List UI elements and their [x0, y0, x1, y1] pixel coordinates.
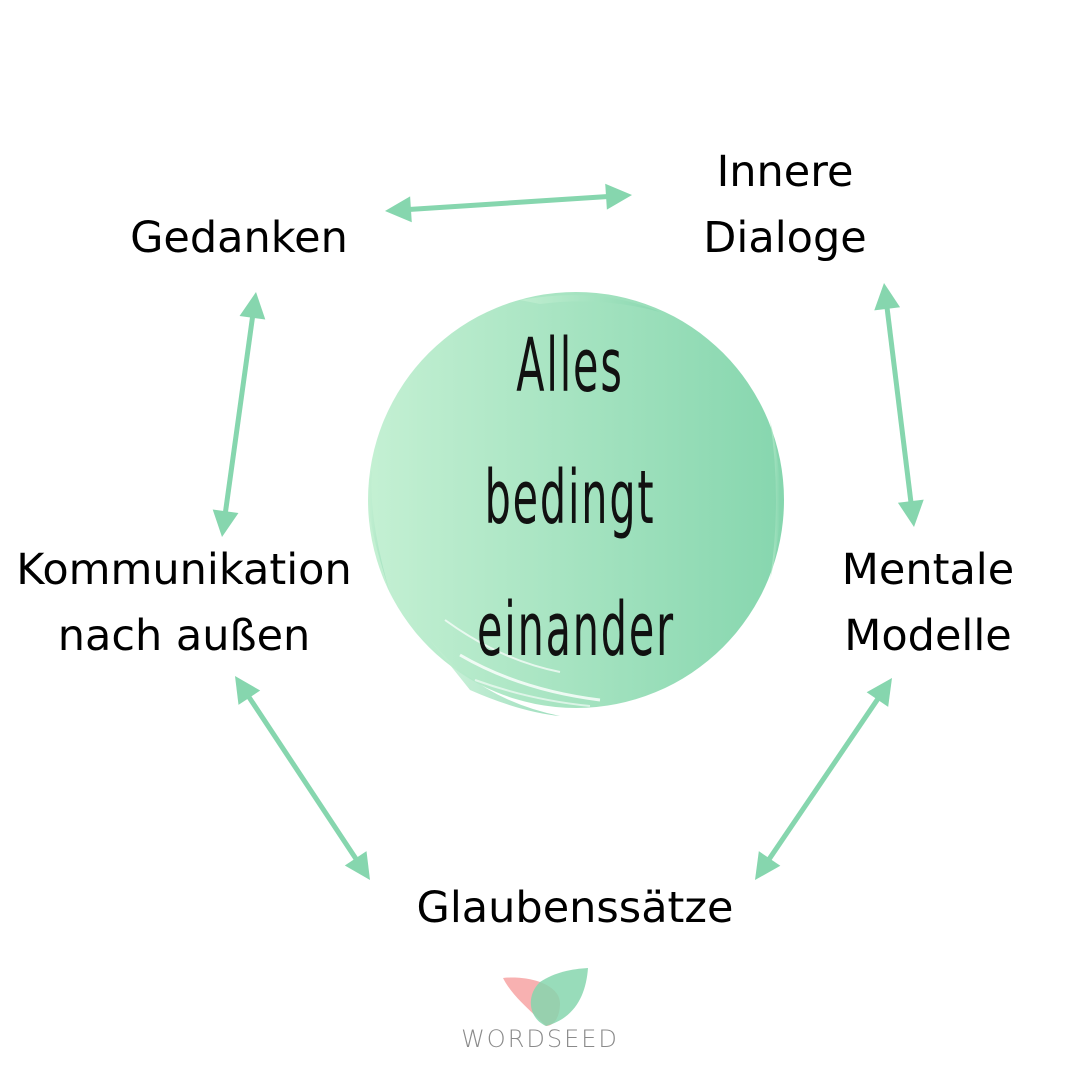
- arrow-head: [385, 196, 412, 223]
- connection-arrows: [212, 183, 924, 880]
- node-label: Modelle: [844, 611, 1012, 661]
- node-label: Kommunikation: [16, 545, 352, 595]
- arrow-head: [866, 678, 892, 707]
- arrow-head: [235, 676, 261, 705]
- node-mentale-modelle: Mentale Modelle: [818, 537, 1038, 669]
- arrow-head: [874, 283, 901, 311]
- arrow-shaft: [404, 193, 613, 213]
- arrow-komm-gedanken: [212, 292, 266, 537]
- node-label: Dialoge: [703, 213, 867, 263]
- arrow-innere-mentale: [874, 283, 924, 527]
- node-innere-dialoge: Innere Dialoge: [665, 139, 905, 271]
- arrow-head: [212, 509, 239, 537]
- arrow-head: [239, 292, 266, 320]
- node-label: Glaubenssätze: [416, 883, 734, 933]
- node-label: Mentale: [841, 545, 1015, 595]
- node-label: Gedanken: [130, 213, 348, 263]
- arrow-head: [605, 183, 632, 210]
- arrow-mentale-glauben: [755, 678, 892, 880]
- center-title: Alles bedingt einander: [420, 300, 720, 696]
- arrow-head: [344, 851, 370, 880]
- node-label: Innere: [716, 147, 854, 197]
- arrow-head: [755, 851, 781, 880]
- arrow-gedanken-innere: [385, 183, 632, 223]
- brand-name: WORDSEED: [461, 1025, 619, 1053]
- center-title-line-1: Alles: [516, 323, 624, 409]
- node-label: nach außen: [57, 611, 311, 661]
- center-title-line-3: einander: [477, 587, 675, 673]
- arrow-shaft: [222, 311, 256, 518]
- arrow-glauben-komm: [235, 676, 370, 880]
- arrow-shaft: [243, 691, 362, 865]
- center-title-line-2: bedingt: [484, 455, 656, 541]
- arrow-head: [897, 499, 924, 527]
- center-brush-circle: [368, 292, 784, 716]
- wordseed-logo-icon: [503, 968, 588, 1026]
- arrow-shaft: [883, 302, 915, 508]
- node-gedanken: Gedanken: [110, 205, 368, 271]
- arrow-shaft: [764, 693, 883, 865]
- node-glaubenssaetze: Glaubenssätze: [395, 875, 755, 941]
- node-kommunikation: Kommunikation nach außen: [0, 537, 368, 669]
